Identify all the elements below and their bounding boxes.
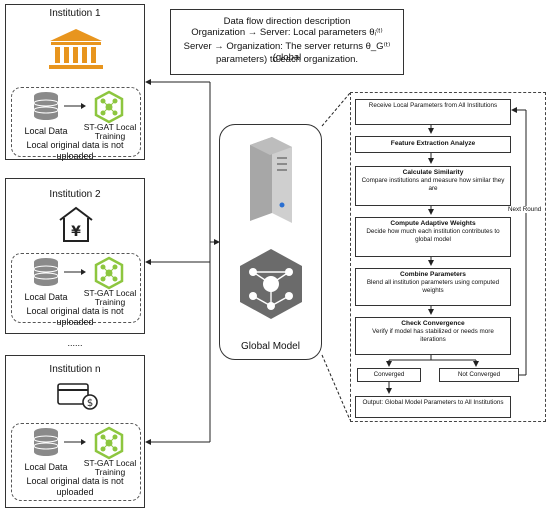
aggregation-flow-panel xyxy=(350,92,546,422)
bank-icon xyxy=(49,29,103,69)
local-data-label: Local Data xyxy=(24,126,68,136)
step-text: Receive Local Parameters from All Instit… xyxy=(368,102,498,109)
step-text: Compare institutions and measure how sim… xyxy=(361,177,505,192)
institution-title: Institution n xyxy=(49,364,101,375)
step-check-convergence: Check Convergence Verify if model has st… xyxy=(355,317,511,355)
not-converged-box: Not Converged xyxy=(439,368,519,382)
note-line-1: Local original data is not xyxy=(26,306,124,316)
step-title: Compute Adaptive Weights xyxy=(390,220,476,227)
description-box: Data flow direction description Organiza… xyxy=(170,9,404,75)
note-line-1: Local original data is not xyxy=(26,476,124,486)
local-training-group xyxy=(11,253,141,323)
training-label-1: ST-GAT Local xyxy=(83,458,137,468)
note-line-2: uploaded xyxy=(56,317,94,327)
output-box: Output: Global Model Parameters to All I… xyxy=(355,396,511,418)
database-icon xyxy=(33,426,124,460)
server-icon xyxy=(250,137,292,223)
house-yen-icon: ¥ xyxy=(59,206,93,242)
step-adaptive-weights: Compute Adaptive Weights Decide how much… xyxy=(355,217,511,257)
network-hex-icon xyxy=(240,249,302,319)
database-icon xyxy=(33,90,124,124)
step-text: Decide how much each institution contrib… xyxy=(366,228,500,243)
local-training-group xyxy=(11,87,141,157)
step-title: Combine Parameters xyxy=(400,271,466,278)
card-dollar-icon: $ xyxy=(57,383,98,410)
institution-2-card: Institution 2 ¥ Local Data ST-GAT Local … xyxy=(5,178,145,334)
institution-1-card: Institution 1 Local Data ST-GAT Local Tr… xyxy=(5,4,145,161)
note-line-2: uploaded xyxy=(56,487,94,497)
output-text: Output: Global Model Parameters to All I… xyxy=(362,399,504,406)
local-data-label: Local Data xyxy=(24,462,68,472)
institution-title: Institution 2 xyxy=(49,189,101,200)
description-line3: parameters) to each organization. xyxy=(215,54,359,65)
svg-text:$: $ xyxy=(87,398,93,409)
step-title: Calculate Similarity xyxy=(402,169,464,176)
st-gat-network-icon xyxy=(94,256,124,290)
step-title: Feature Extraction Analyze xyxy=(390,140,476,147)
step-text: Verify if model has stabilized or needs … xyxy=(372,328,494,343)
institution-title: Institution 1 xyxy=(49,8,101,19)
training-label-2: Training xyxy=(94,467,126,477)
step-title: Check Convergence xyxy=(401,320,465,327)
step-feature-extraction: Feature Extraction Analyze xyxy=(355,136,511,153)
not-converged-label: Not Converged xyxy=(457,371,501,378)
global-model-panel: Global Model xyxy=(219,124,322,360)
converged-box: Converged xyxy=(357,368,421,382)
svg-text:¥: ¥ xyxy=(71,224,81,240)
training-label-1: ST-GAT Local xyxy=(83,288,137,298)
converged-label: Converged xyxy=(373,371,405,378)
training-label-2: Training xyxy=(94,131,126,141)
step-calculate-similarity: Calculate Similarity Compare institution… xyxy=(355,166,511,206)
description-line1: Organization → Server: Local parameters … xyxy=(191,27,383,38)
next-round-label: Next Round xyxy=(507,206,543,213)
training-label-2: Training xyxy=(94,297,126,307)
description-title: Data flow direction description xyxy=(223,16,351,27)
training-label-1: ST-GAT Local xyxy=(83,122,137,132)
wedge-bottom xyxy=(321,354,351,421)
wedge-top xyxy=(321,92,351,127)
institution-n-card: Institution n $ Local Data ST-GAT Local … xyxy=(5,355,145,508)
st-gat-network-icon xyxy=(94,426,124,460)
database-icon xyxy=(33,256,124,290)
description-line2: Server → Organization: The server return… xyxy=(183,41,391,63)
step-combine-parameters: Combine Parameters Blend all institution… xyxy=(355,268,511,306)
local-data-label: Local Data xyxy=(24,292,68,302)
step-receive: Receive Local Parameters from All Instit… xyxy=(355,99,511,125)
step-text: Blend all institution parameters using c… xyxy=(366,279,500,294)
ellipsis-text: ...... xyxy=(67,338,83,348)
local-training-group xyxy=(11,423,141,501)
st-gat-network-icon xyxy=(94,90,124,124)
note-line-2: uploaded xyxy=(56,151,94,161)
note-line-1: Local original data is not xyxy=(26,140,124,150)
global-model-label: Global Model xyxy=(241,341,300,352)
